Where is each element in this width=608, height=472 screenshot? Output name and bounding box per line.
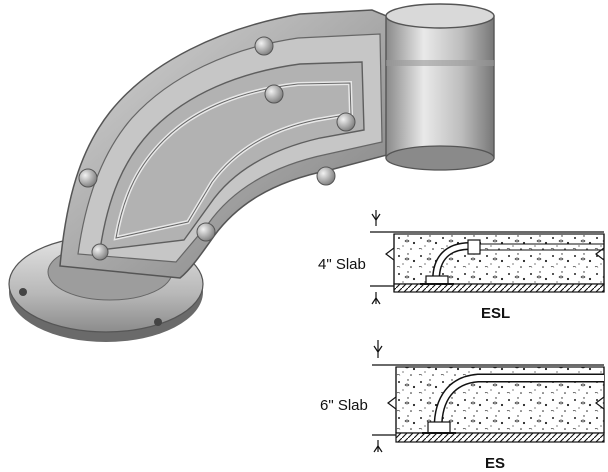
- elbow-body: [59, 9, 399, 279]
- model-label-es: ES: [485, 455, 505, 472]
- model-label-esl: ESL: [481, 305, 510, 322]
- bolt: [336, 112, 356, 132]
- bolt: [196, 222, 216, 242]
- flange-hole: [154, 318, 162, 326]
- bolt: [254, 36, 274, 56]
- bolt: [91, 243, 109, 261]
- bolt: [264, 84, 284, 104]
- slab-section-diagram-esl: 4" Slab ESL: [318, 210, 605, 322]
- slab-section-diagram-es: 6" Slab ES: [320, 340, 605, 472]
- cover-bolts: [78, 36, 356, 261]
- access-cover: [99, 61, 365, 251]
- bolt: [316, 166, 336, 186]
- conduit-elbow-fitting-illustration: [8, 3, 495, 342]
- bolt: [78, 168, 98, 188]
- slab-label-es: 6" Slab: [320, 397, 368, 414]
- slab-label-esl: 4" Slab: [318, 256, 366, 273]
- flange-hole: [19, 288, 27, 296]
- hub-cylinder: [385, 3, 495, 171]
